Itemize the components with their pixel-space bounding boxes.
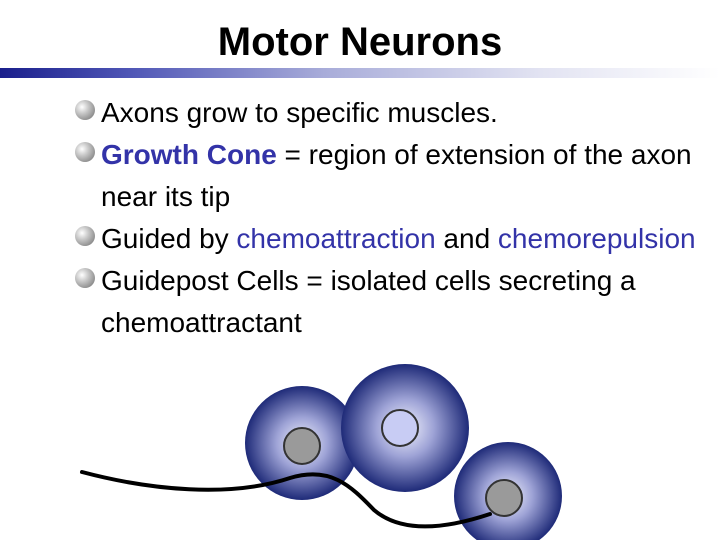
bullet-growth-cone: Growth Cone = region of extension of the… (72, 134, 712, 218)
title-underline-bar (0, 68, 720, 78)
bullet-text: = region of extension of the axon near i… (101, 139, 692, 212)
term-growth-cone: Growth Cone (101, 139, 277, 170)
guidepost-cell-center (341, 364, 469, 492)
bullet-dot-icon (75, 100, 95, 120)
bullet-text: Axons grow to specific muscles. (101, 97, 498, 128)
slide-title: Motor Neurons (217, 20, 503, 64)
bullet-dot-icon (75, 268, 95, 288)
bullet-guided-by: Guided by chemoattraction and chemorepul… (72, 218, 712, 260)
bullet-dot-icon (75, 142, 95, 162)
bullet-dot-icon (75, 226, 95, 246)
guidepost-cell-left (245, 386, 359, 500)
bullet-guidepost-cells: Guidepost Cells = isolated cells secreti… (72, 260, 712, 344)
term-chemoattraction: chemoattraction (236, 223, 436, 254)
bullet-text: Guidepost Cells = isolated cells secreti… (101, 265, 636, 338)
nucleus-icon (283, 427, 321, 465)
nucleus-icon (381, 409, 419, 447)
term-chemorepulsion: chemorepulsion (497, 223, 696, 254)
bullet-list: Axons grow to specific muscles. Growth C… (72, 92, 712, 344)
axon-line (80, 470, 492, 529)
nucleus-icon (485, 479, 523, 517)
bullet-axons: Axons grow to specific muscles. (72, 92, 712, 134)
bullet-text: Guided by (101, 223, 237, 254)
guidepost-cell-right (454, 442, 562, 540)
bullet-text: and (435, 223, 498, 254)
